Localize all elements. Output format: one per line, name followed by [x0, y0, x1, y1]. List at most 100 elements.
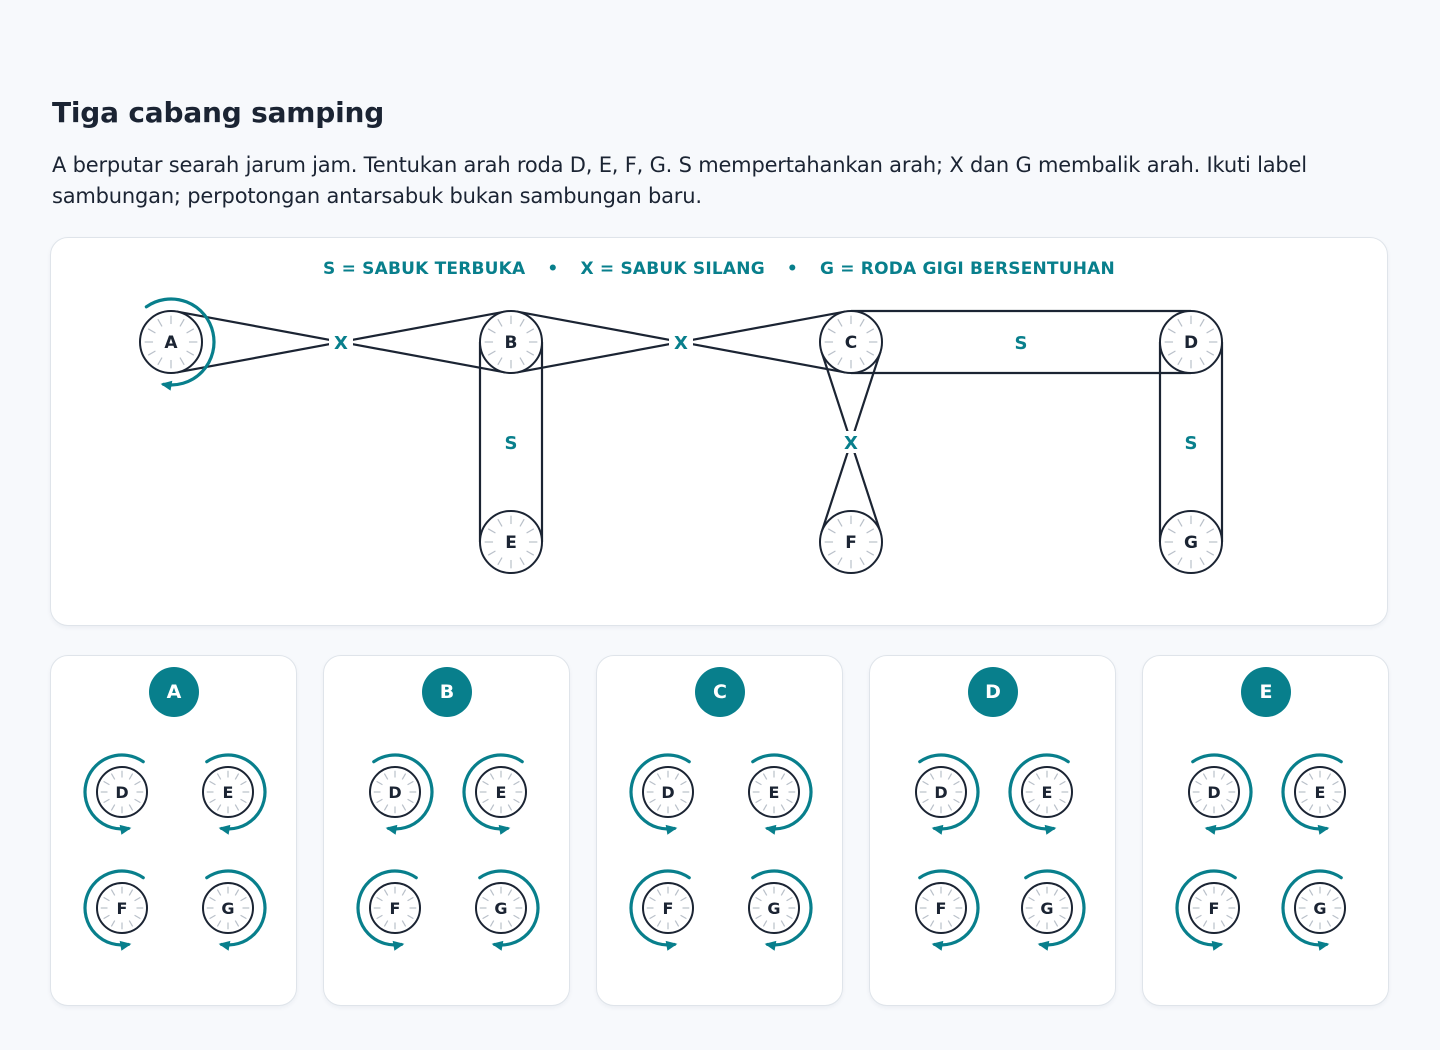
cross-belt-a-b: X [176, 310, 506, 374]
direction-e-arc [1008, 753, 1070, 831]
direction-f-arc [83, 869, 145, 947]
wheel-spoke [134, 780, 141, 786]
wheel-spoke [110, 804, 116, 811]
wheel-spoke [786, 780, 793, 786]
wheel-label: D [388, 783, 401, 802]
wheel-spoke [489, 773, 495, 780]
wheel-spoke [1202, 804, 1208, 811]
option-wheels: D E F G [83, 753, 267, 951]
wheel-f: F [1188, 882, 1240, 934]
wheel-spoke [929, 920, 935, 927]
wheel-spoke [1226, 798, 1233, 804]
wheel-spoke [1028, 798, 1035, 804]
wheel-spoke [859, 357, 865, 366]
legend-item-cross-belt: X = SABUK SILANG [580, 259, 765, 279]
open-belt-b-e: S [478, 342, 544, 542]
wheel-spoke [1035, 773, 1041, 780]
wheel-spoke [240, 780, 247, 786]
wheel-spoke [1177, 557, 1183, 566]
belt-label-bg [669, 331, 693, 353]
wheel-rim [1294, 766, 1346, 818]
wheel-spoke [680, 798, 687, 804]
wheel-spoke [147, 350, 156, 356]
wheel-spoke [383, 920, 389, 927]
wheel-spoke [953, 896, 960, 902]
wheel-spoke [953, 780, 960, 786]
wheel-rim [1294, 882, 1346, 934]
legend: S = SABUK TERBUKA•X = SABUK SILANG•G = R… [51, 259, 1387, 279]
wheel-label: E [223, 783, 234, 802]
wheel-spoke [755, 780, 762, 786]
belt-label-bg [329, 331, 353, 353]
wheel-spoke [519, 357, 525, 366]
wheel-spoke [209, 896, 216, 902]
wheel-spoke [128, 920, 134, 927]
direction-d-arrowhead [1204, 824, 1217, 835]
wheel-label: D [661, 783, 674, 802]
wheel-spoke [866, 528, 875, 534]
wheel-spoke [383, 773, 389, 780]
wheel-spoke [866, 350, 875, 356]
wheel-spoke [157, 318, 163, 327]
wheel-rim [369, 766, 421, 818]
wheel-e: E [475, 766, 527, 818]
wheel-g: G [1294, 882, 1346, 934]
wheel-spoke [240, 914, 247, 920]
wheel-rim [479, 310, 543, 374]
direction-g-arc [205, 869, 267, 947]
wheel-e: E [479, 510, 543, 574]
wheel-label: C [845, 333, 857, 353]
wheel-spoke [487, 350, 496, 356]
wheel-spoke [786, 896, 793, 902]
wheel-spoke [186, 328, 195, 334]
wheel-spoke [1206, 328, 1215, 334]
direction-f-arc [629, 869, 691, 947]
wheel-label: E [1042, 783, 1053, 802]
wheel-spoke [1326, 889, 1332, 896]
wheel-spoke [1220, 804, 1226, 811]
wheel-a: A [139, 310, 203, 374]
wheel-spoke [837, 518, 843, 527]
wheel-spoke [234, 920, 240, 927]
wheel-d: D [96, 766, 148, 818]
direction-f-arrowhead [392, 940, 405, 951]
wheel-spoke [1195, 780, 1202, 786]
wheel-spoke [1035, 889, 1041, 896]
wheel-rim [1188, 882, 1240, 934]
wheel-rim [96, 882, 148, 934]
direction-e-arrowhead [1044, 824, 1057, 835]
wheel-c: C [819, 310, 883, 374]
wheel-rim [642, 766, 694, 818]
wheel-spoke [953, 798, 960, 804]
wheel-spoke [947, 773, 953, 780]
wheel-label: D [1184, 333, 1198, 353]
direction-e-arc [751, 753, 813, 831]
wheel-spoke [519, 318, 525, 327]
wheel-g: G [202, 882, 254, 934]
wheel-spoke [649, 798, 656, 804]
direction-f-arc [918, 869, 980, 947]
direction-d-arc [629, 753, 691, 831]
wheel-rim [1188, 766, 1240, 818]
wheel-spoke [376, 914, 383, 920]
wheel-spoke [1226, 780, 1233, 786]
wheel-spoke [1028, 896, 1035, 902]
open-belt-c-d: S [851, 309, 1191, 375]
wheel-d: D [1159, 310, 1223, 374]
wheel-rim [1159, 310, 1223, 374]
wheel-f: F [96, 882, 148, 934]
direction-f-arrowhead [119, 940, 132, 951]
wheel-spoke [1195, 798, 1202, 804]
direction-g-arc [478, 869, 540, 947]
wheel-d: D [1188, 766, 1240, 818]
wheel-spoke [407, 896, 414, 902]
wheel-spoke [1308, 773, 1314, 780]
